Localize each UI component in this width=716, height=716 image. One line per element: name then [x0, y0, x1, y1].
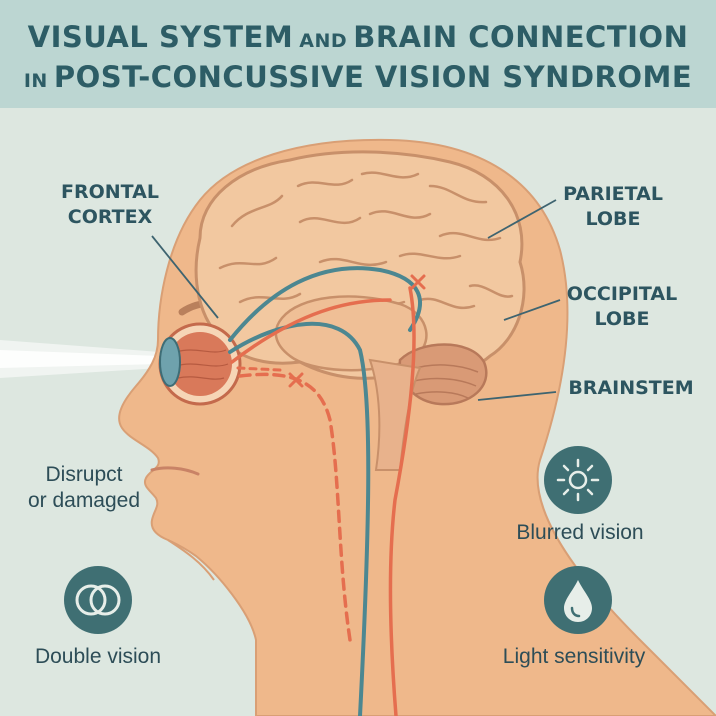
- frontal-leader: [151, 235, 219, 319]
- damage-x-mark-upper: [410, 274, 426, 290]
- title-connector-and: AND: [299, 30, 348, 52]
- overlapping-circles-icon: [75, 584, 121, 616]
- title-banner: [0, 0, 716, 108]
- occipital-leader: [503, 299, 561, 321]
- jaw-line: [167, 539, 215, 581]
- parietal-label-line1: PARIETAL: [563, 183, 663, 205]
- neural-pathways: [228, 266, 422, 716]
- title-part-visual-system: VISUAL SYSTEM: [27, 20, 294, 54]
- parietal-leader: [487, 199, 557, 239]
- parietal-label-line2: LOBE: [585, 208, 641, 230]
- disrupted-pathway: [238, 372, 352, 642]
- lips: [150, 466, 200, 476]
- light-sensitivity-caption: Light sensitivity: [502, 645, 646, 668]
- damage-x-mark-lower: [288, 372, 304, 388]
- disrupted-optic-link: [236, 366, 282, 372]
- cornea: [159, 337, 181, 387]
- frontal-cortex-label: FRONTAL CORTEX: [50, 180, 170, 230]
- brain-folds: [218, 171, 514, 310]
- occipital-lobe-label: OCCIPITAL LOBE: [552, 282, 692, 332]
- parietal-lobe-label: PARIETAL LOBE: [548, 182, 678, 232]
- red-pathway-spine: [388, 286, 416, 716]
- sun-burst-icon: [556, 458, 600, 502]
- title-line-2: IN POST-CONCUSSIVE VISION SYNDROME: [0, 60, 716, 94]
- leader-lines: [151, 199, 561, 401]
- light-beam: [0, 340, 160, 378]
- frontal-label-line2: CORTEX: [67, 206, 153, 228]
- disrupted-caption: Disrupct or damaged: [14, 462, 154, 514]
- droplet-icon: [564, 580, 592, 622]
- frontal-label-line1: FRONTAL: [61, 181, 159, 203]
- title-part-syndrome: POST-CONCUSSIVE VISION SYNDROME: [53, 60, 693, 94]
- title-connector-in: IN: [23, 70, 48, 92]
- disrupted-caption-line2: or damaged: [27, 489, 141, 512]
- damage-marks: [288, 274, 426, 388]
- red-pathway-upper: [230, 298, 392, 364]
- blurred-vision-caption: Blurred vision: [516, 521, 644, 544]
- light-sensitivity-badge: [544, 566, 612, 634]
- occipital-label-line1: OCCIPITAL: [566, 283, 678, 305]
- double-vision-badge: [64, 566, 132, 634]
- occipital-label-line2: LOBE: [594, 308, 650, 330]
- eye: [158, 322, 242, 406]
- brainstem-leader: [477, 391, 557, 401]
- double-vision-caption: Double vision: [34, 645, 162, 668]
- blue-pathway-upper: [228, 266, 422, 342]
- title-part-brain-connection: BRAIN CONNECTION: [353, 20, 689, 54]
- brainstem-label: BRAINSTEM: [568, 377, 694, 399]
- disrupted-caption-line1: Disrupct: [45, 463, 123, 486]
- title-line-1: VISUAL SYSTEM AND BRAIN CONNECTION: [0, 20, 716, 54]
- blurred-vision-badge: [544, 446, 612, 514]
